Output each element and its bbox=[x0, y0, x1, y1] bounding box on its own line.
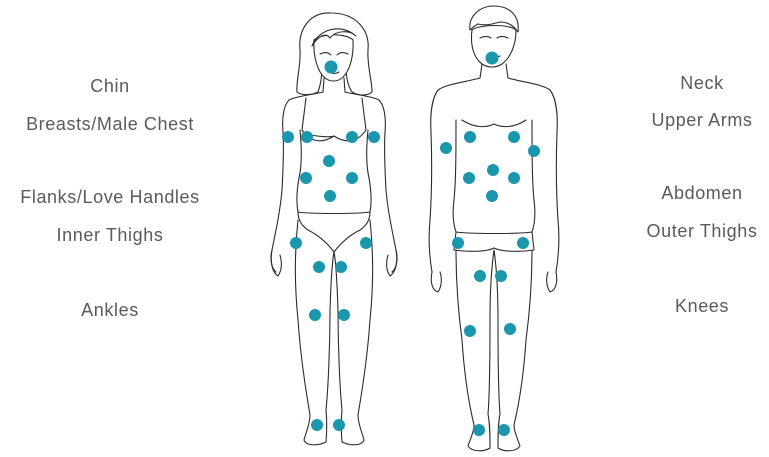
male-legs bbox=[456, 250, 532, 451]
male-figure bbox=[429, 6, 559, 451]
marker-dot bbox=[333, 419, 345, 431]
marker-dot bbox=[335, 261, 347, 273]
marker-dot bbox=[452, 237, 464, 249]
marker-dot bbox=[360, 237, 372, 249]
marker-dot bbox=[346, 172, 358, 184]
marker-dot bbox=[346, 131, 358, 143]
marker-dot bbox=[325, 61, 338, 74]
marker-dot bbox=[464, 131, 476, 143]
marker-dot bbox=[324, 190, 336, 202]
marker-dot bbox=[440, 142, 452, 154]
marker-dot bbox=[464, 325, 476, 337]
marker-dot bbox=[300, 172, 312, 184]
marker-dot bbox=[473, 424, 485, 436]
marker-dot bbox=[290, 237, 302, 249]
treatment-markers bbox=[282, 52, 540, 437]
marker-dot bbox=[495, 270, 507, 282]
marker-dot bbox=[301, 131, 313, 143]
marker-dot bbox=[487, 164, 499, 176]
marker-dot bbox=[508, 172, 520, 184]
marker-dot bbox=[486, 190, 498, 202]
marker-dot bbox=[463, 172, 475, 184]
marker-dot bbox=[282, 131, 294, 143]
marker-dot bbox=[311, 419, 323, 431]
marker-dot bbox=[517, 237, 529, 249]
marker-dot bbox=[368, 131, 380, 143]
marker-dot bbox=[508, 131, 520, 143]
marker-dot bbox=[504, 323, 516, 335]
marker-dot bbox=[498, 424, 510, 436]
marker-dot bbox=[323, 155, 335, 167]
female-figure bbox=[271, 13, 397, 445]
marker-dot bbox=[528, 145, 540, 157]
marker-dot bbox=[309, 309, 321, 321]
marker-dot bbox=[474, 270, 486, 282]
marker-dot bbox=[313, 261, 325, 273]
marker-dot bbox=[338, 309, 350, 321]
marker-dot bbox=[486, 52, 499, 65]
female-legs bbox=[295, 220, 372, 445]
female-torso bbox=[271, 92, 397, 272]
